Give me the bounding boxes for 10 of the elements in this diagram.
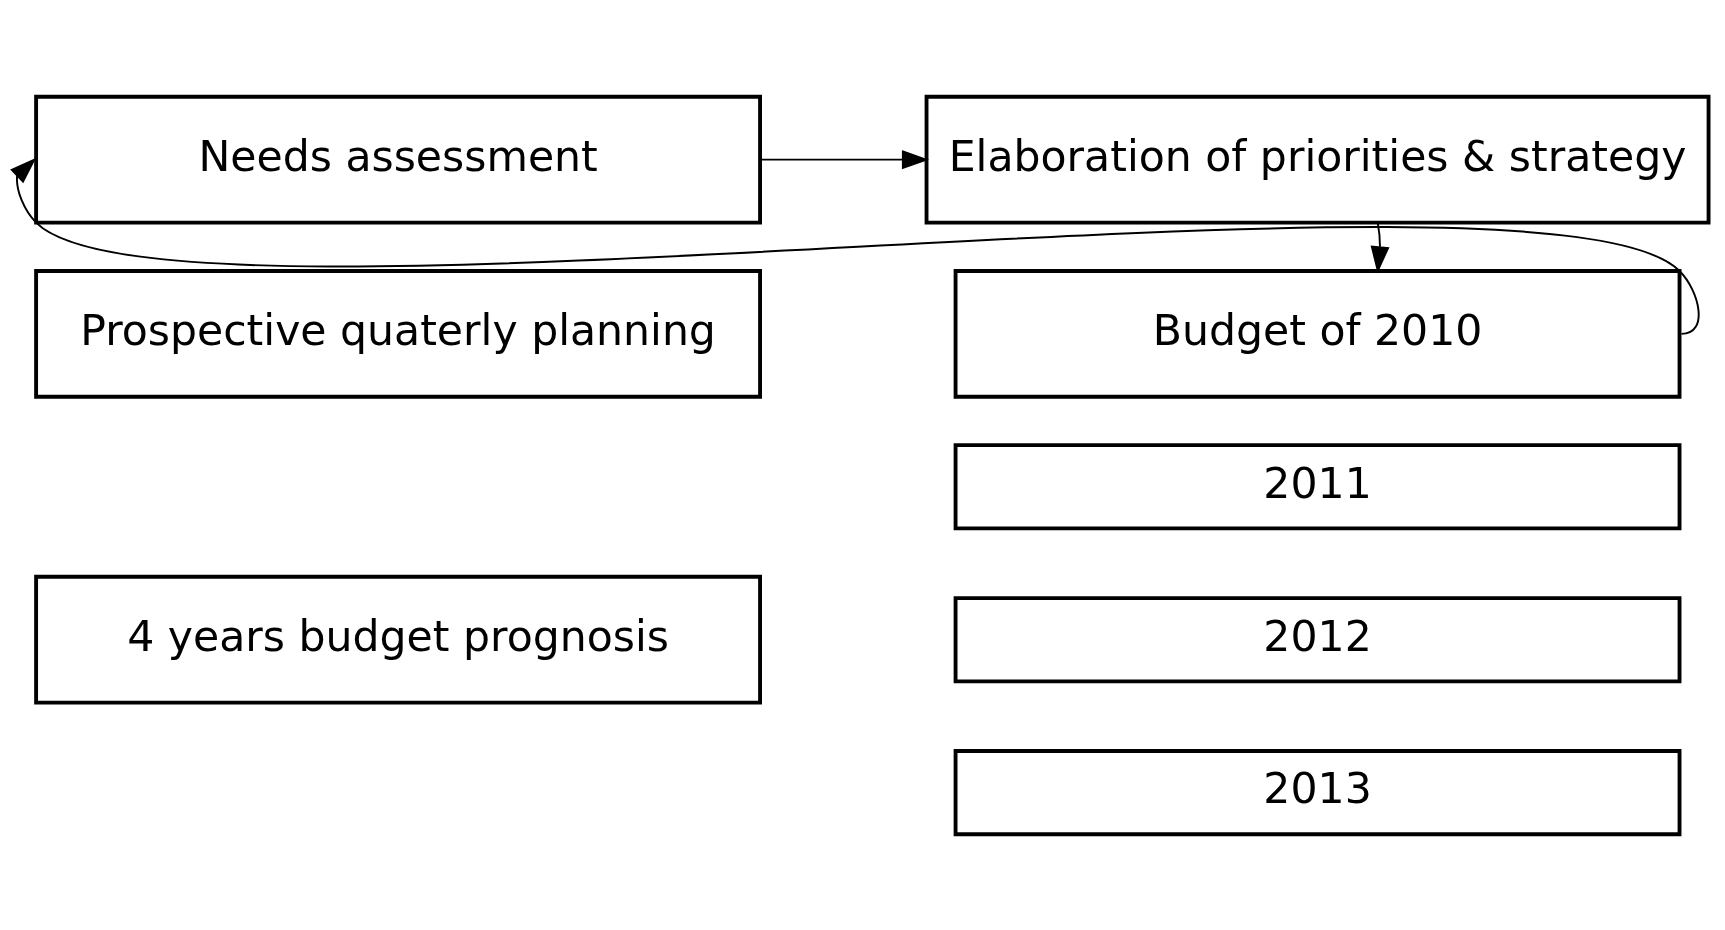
arrow xyxy=(1370,221,1390,273)
node-box: Elaboration of priorities & strategy xyxy=(924,94,1711,224)
node-box: Prospective quaterly planning xyxy=(34,268,762,399)
node-box: 4 years budget prognosis xyxy=(34,574,762,705)
node-box: 2012 xyxy=(953,595,1682,683)
node-box: 2011 xyxy=(953,442,1682,530)
arrow xyxy=(759,149,930,169)
node-box: 2013 xyxy=(953,748,1682,836)
node-box: Needs assessment xyxy=(34,94,762,224)
node-box: Budget of 2010 xyxy=(953,268,1682,399)
